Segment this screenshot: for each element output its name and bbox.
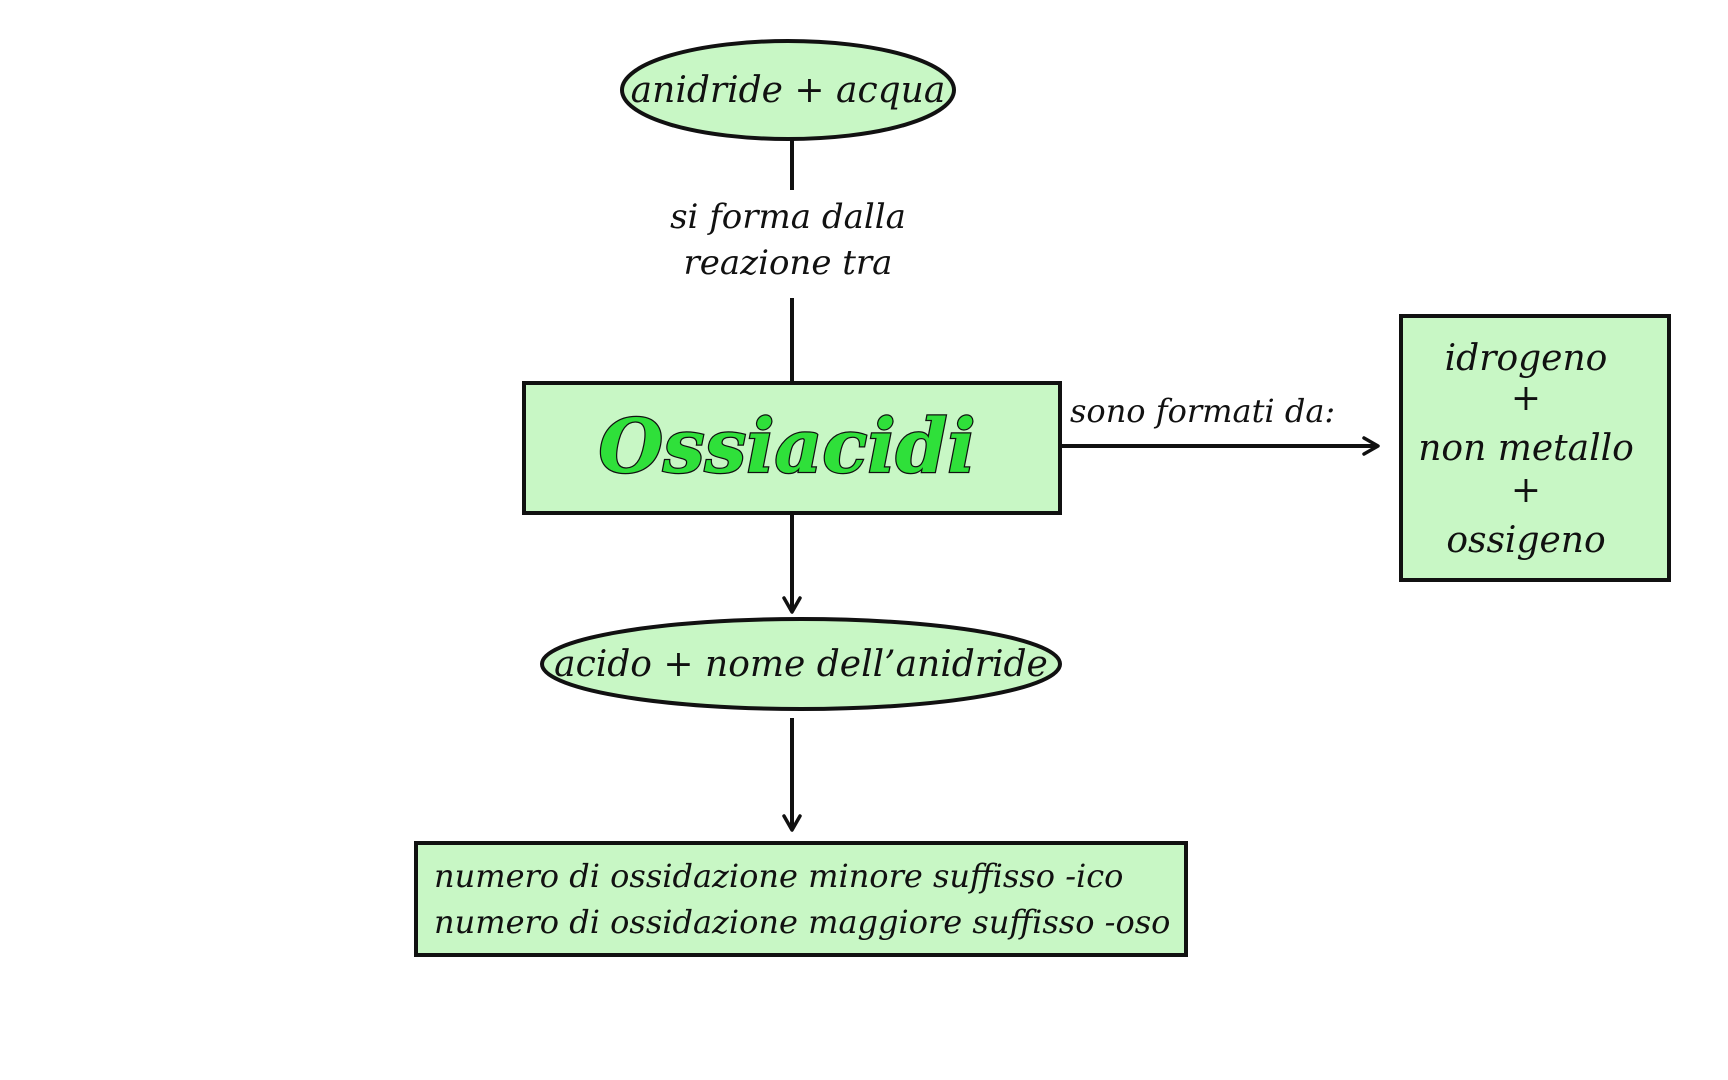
edge-label-line-2: reazione tra (684, 243, 893, 283)
edge-label-line-1: si forma dalla (670, 197, 906, 237)
node-composition: idrogeno + non metallo + ossigeno (1399, 314, 1671, 582)
node-ossiacidi: Ossiacidi (522, 381, 1062, 515)
node-acido-nome-label: acido + nome dell’anidride (554, 644, 1048, 685)
node-anidride-acqua: anidride + acqua (620, 39, 956, 141)
suffisso-ico-line: numero di ossidazione minore suffisso -i… (434, 857, 1123, 895)
node-anidride-acqua-label: anidride + acqua (631, 70, 946, 111)
composition-ossigeno: ossigeno (1446, 520, 1605, 561)
suffisso-oso-line: numero di ossidazione maggiore suffisso … (434, 903, 1170, 941)
composition-idrogeno: idrogeno (1445, 338, 1608, 379)
edge-label-sono-formati: sono formati da: (1070, 392, 1335, 430)
composition-non-metallo: non metallo (1418, 428, 1634, 469)
node-suffissi: numero di ossidazione minore suffisso -i… (414, 841, 1188, 957)
composition-plus-2: + (1511, 470, 1541, 511)
edge-label-si-forma: si forma dalla reazione tra (670, 197, 906, 283)
node-acido-nome: acido + nome dell’anidride (540, 617, 1062, 711)
diagram-title: Ossiacidi (599, 404, 976, 490)
composition-plus-1: + (1511, 378, 1541, 419)
